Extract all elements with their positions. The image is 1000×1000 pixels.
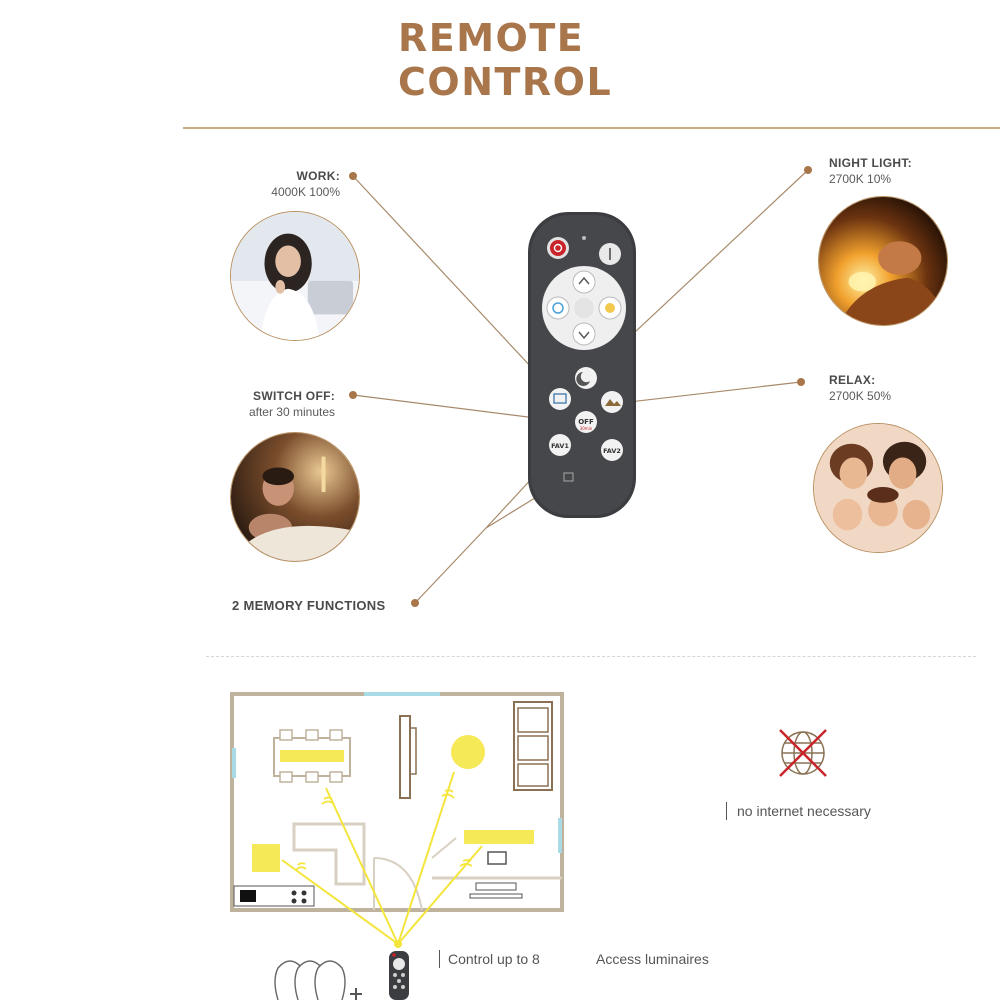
night-light-label-sub: 2700K 10% [829, 172, 892, 186]
switch-off-label-head: SWITCH OFF: [253, 389, 335, 403]
mini-remote-icon [389, 951, 409, 1000]
night-light-photo-image [819, 197, 947, 325]
night-light-label-head: NIGHT LIGHT: [829, 156, 912, 170]
remote-control-drawing: OFF 30min FAV1 FAV2 [528, 212, 636, 518]
light-bulbs-icon [274, 960, 362, 1000]
work-photo [230, 211, 360, 341]
svg-text:30min: 30min [580, 426, 593, 431]
control-up-to-text: Control up to 8 [439, 950, 540, 968]
relax-label-sub: 2700K 50% [829, 389, 892, 403]
switch-off-photo [230, 432, 360, 562]
section-divider [206, 656, 976, 657]
work-label-sub: 4000K 100% [271, 185, 340, 199]
switch-off-label-sub: after 30 minutes [248, 405, 335, 419]
title-divider [183, 127, 1000, 129]
no-internet-icon [779, 729, 827, 777]
access-luminaires-text: Access luminaires [596, 951, 709, 967]
relax-label: RELAX: 2700K 50% [829, 372, 969, 404]
relax-label-head: RELAX: [829, 373, 876, 387]
relax-photo-image [814, 424, 942, 552]
relax-photo [813, 423, 943, 553]
remote-fav2-text: FAV2 [603, 447, 621, 455]
work-label-head: WORK: [296, 169, 340, 183]
remote-fav1-text: FAV1 [551, 442, 569, 450]
night-light-photo [818, 196, 948, 326]
night-light-label: NIGHT LIGHT: 2700K 10% [829, 155, 969, 187]
switch-off-label: SWITCH OFF: after 30 minutes [215, 388, 335, 420]
remote-control: OFF 30min FAV1 FAV2 [526, 210, 638, 520]
work-photo-image [231, 212, 359, 340]
memory-functions-label: 2 MEMORY FUNCTIONS [232, 598, 386, 613]
no-internet-text: no internet necessary [726, 802, 871, 820]
page-title: REMOTE CONTROL [398, 16, 613, 104]
remote-off-text: OFF [578, 418, 594, 426]
floorplan-diagram [226, 688, 566, 950]
switch-off-photo-image [231, 433, 359, 561]
floorplan-drawing [230, 692, 564, 948]
work-label: WORK: 4000K 100% [240, 168, 340, 200]
